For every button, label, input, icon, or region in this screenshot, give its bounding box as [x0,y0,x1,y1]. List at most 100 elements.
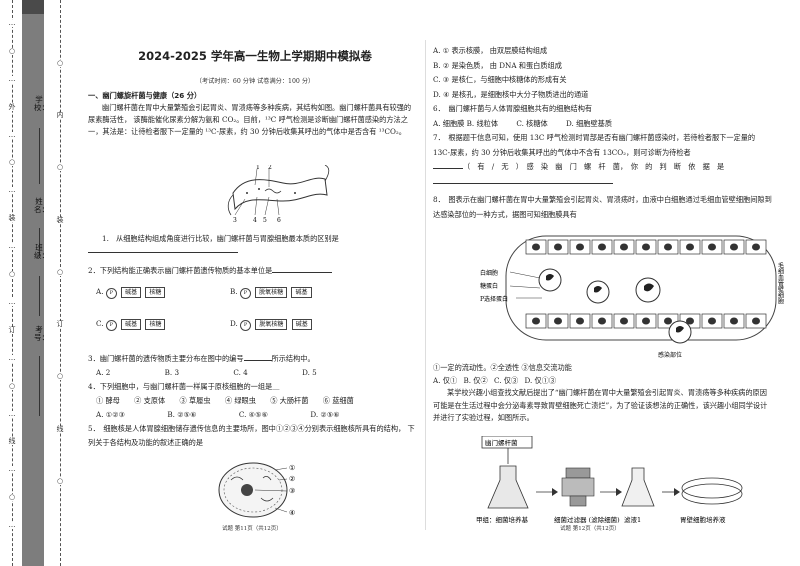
cell-nucleus [554,317,562,325]
q2-option-b[interactable]: B. P 脱氧核糖 碱基 [230,285,390,299]
q6-option-ab[interactable]: A. 细胞膜 B. 线粒体 [433,118,499,128]
sugar-box: 核糖 [145,319,166,330]
q5-text: 5． 细胞核是人体胃腺细胞储存遗传信息的主要场所，图中①②③④分别表示细胞核所具… [88,424,415,447]
ribosome-dot [294,192,296,194]
binding-mark: … [7,353,17,362]
q3-option-a[interactable]: A. 2 [96,368,111,377]
binding-mark: 外 [7,102,17,111]
binding-mark: … [7,186,17,195]
q7-text: 7． 根据题干信息可知，使用 13C 呼气检测时胃部是否有幽门螺杆菌感染时，若待… [433,133,756,157]
q6-option-d[interactable]: D. 细胞壁基质 [566,118,613,128]
q7-answer-blank[interactable] [433,168,463,169]
fig-label: 1 [256,165,260,171]
q4-option-d[interactable]: D. ②⑤⑥ [310,410,340,419]
q5-option-d[interactable]: D. ④ 是核孔，是细胞核中大分子物质进出的通道 [433,89,589,99]
capillary-outline [505,235,777,341]
cell-nucleus [532,243,540,251]
q4-item: ② 支原体 [134,396,166,405]
label-line [274,507,288,513]
culture-flask [487,465,529,509]
question-1: 1. 从细胞结构组成角度进行比较，幽门螺杆菌与胃腺细胞最本质的区别是 [88,233,416,257]
cell-nucleus [620,317,628,325]
cell-nucleus [576,317,584,325]
phosphate-icon: P [105,320,117,331]
base-box: 碱基 [121,287,142,298]
bacterium-figure: 1 2 3 4 5 6 [227,165,330,224]
q3-option-b[interactable]: B. 3 [164,368,180,377]
option-letter: A. [96,287,104,296]
binding-mark: … [7,409,17,418]
q8-option-b[interactable]: B. 仅② [463,375,488,385]
number-field[interactable] [39,356,40,416]
q5-option-b[interactable]: B. ② 是染色质， 由 DNA 和蛋白质组成 [433,60,562,70]
upper-wall-cells [525,239,767,255]
label-line [274,467,288,471]
binding-mark: … [7,242,17,251]
wbc-nucleus [546,274,554,281]
fig-label: P选择蛋白 [480,295,508,303]
cell-nucleus [642,317,650,325]
q7-reason-blank[interactable] [433,182,613,184]
questions-3-5: 3．幽门螺杆菌的遗传物质主要分布在图中的编号所示结构中。 A. 2 B. 3 C… [88,352,416,450]
q2-option-d[interactable]: D. P 脱氧核糖 碱基 [230,317,390,331]
inner-cut-line [60,0,61,566]
petri-dish-base [681,483,743,505]
ribosome-dot [258,188,260,190]
q4-option-c[interactable]: C. ④⑤⑥ [238,410,269,419]
q8-option-d[interactable]: D. 仅①③ [524,375,557,385]
binding-mark: ○ [7,493,17,502]
arrow-head [674,488,680,496]
label-line [254,196,258,216]
nucleus-label: ③ [289,487,295,495]
q4-item: ③ 草履虫 [179,396,211,405]
q5-option-a[interactable]: A. ① 表示核膜， 由双层膜结构组成 [433,46,548,55]
q2-option-c[interactable]: C. P 碱基 核糖 [96,317,246,331]
binding-mark: … [7,74,17,83]
q3-answer-blank[interactable] [243,360,272,361]
name-field[interactable] [39,228,40,256]
option-letter: C. [96,319,104,328]
filtrate-flask [621,467,655,507]
q8-option-a[interactable]: A. 仅① [433,375,458,385]
q2-answer-blank[interactable] [272,272,333,273]
experiment-intro: 某学校兴趣小组查找文献后提出了“幽门螺杆菌在胃中大量繁殖会引起胃炎、胃溃疡等多种… [433,388,768,422]
binding-mark: 订 [55,320,65,329]
fig-label-vertical: 毛细血管壁细胞 [777,261,784,305]
number-label: 考号： [34,325,49,342]
cell-nucleus [576,243,584,251]
q5-option-c[interactable]: C. ③ 是核仁，与细胞中核糖体的形成有关 [433,75,567,84]
wbc-nucleus [644,283,654,292]
filter-body [561,477,595,497]
base-box: 碱基 [121,319,142,330]
binding-mark: … [7,130,17,139]
q4-text: 4．下列细胞中，与幽门螺杆菌一样属于原核细胞的一组是＿ [88,382,280,391]
q1-answer-blank[interactable] [88,252,238,253]
cell-nucleus [620,243,628,251]
phosphate-icon: P [105,288,117,299]
q3-option-d[interactable]: D. 5 [302,368,317,377]
q4-item: ① 酵母 [96,396,120,405]
phosphate-icon: P [240,320,252,331]
cell-nucleus [664,317,672,325]
q3-option-c[interactable]: C. 4 [233,368,248,377]
exam-info: （考试时间：60 分钟 试卷满分：100 分） [195,78,315,85]
q6-option-c[interactable]: C. 核糖体 [516,118,548,128]
petri-dish [681,477,743,499]
binding-mark: 线 [7,437,17,446]
q2-option-a[interactable]: A. P 碱基 核糖 [96,285,246,299]
q8-option-c[interactable]: C. 仅③ [493,375,519,385]
nucleus-label: ② [289,475,295,483]
q4-option-a[interactable]: A. ①②③ [96,410,126,419]
base-box: 碱基 [291,287,312,298]
filter-bottom [569,495,587,507]
page-divider [425,40,426,530]
school-field[interactable] [39,128,40,184]
label-line [234,198,246,216]
label-line [254,489,288,492]
class-field[interactable] [39,276,40,316]
exp-label: 幽门螺杆菌 [485,438,518,447]
label-line [276,198,280,216]
q4-option-b[interactable]: B. ②⑤⑥ [167,410,197,419]
outer-cut-line [12,0,13,566]
q2-text: 2．下列结构能正确表示幽门螺杆菌遗传物质的基本单位是 [88,266,273,275]
